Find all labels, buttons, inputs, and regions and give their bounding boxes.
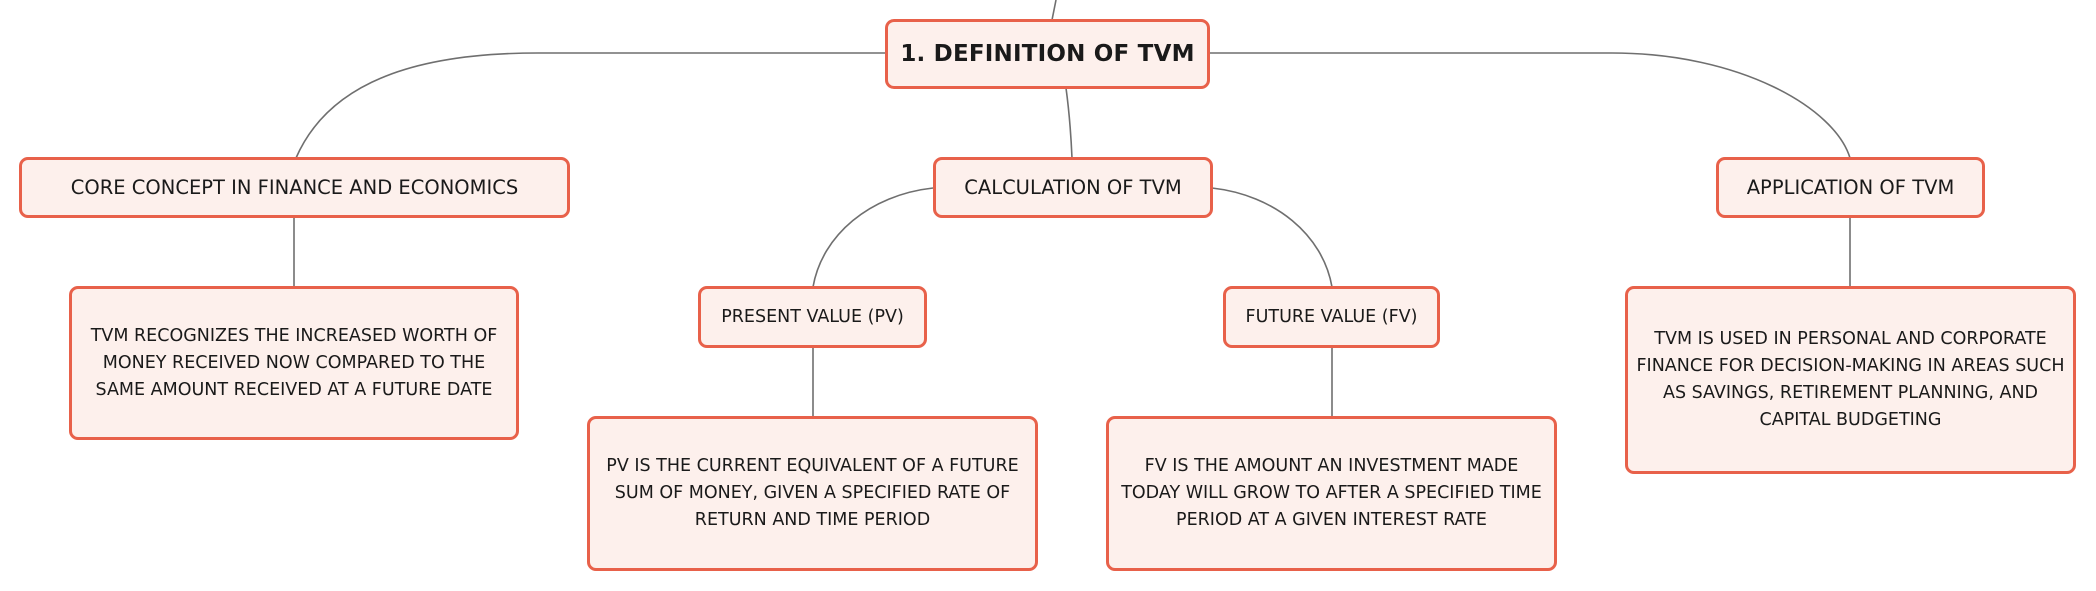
application-label: APPLICATION OF TVM bbox=[1746, 176, 1955, 199]
root-node-label: 1. DEFINITION OF TVM bbox=[900, 41, 1195, 67]
connector-parent-to-root bbox=[1051, 0, 1057, 21]
future-value-description: FV IS THE AMOUNT AN INVESTMENT MADE TODA… bbox=[1121, 456, 1542, 530]
core-concept-description: TVM RECOGNIZES THE INCREASED WORTH OF MO… bbox=[90, 325, 498, 400]
connector-root-to-core-concept bbox=[295, 52, 885, 159]
core-concept-description-node[interactable]: TVM RECOGNIZES THE INCREASED WORTH OF MO… bbox=[69, 286, 519, 440]
root-node[interactable]: 1. DEFINITION OF TVM bbox=[885, 19, 1210, 89]
connector-calculation-to-fv bbox=[1211, 187, 1333, 288]
application-description: TVM IS USED IN PERSONAL AND CORPORATE FI… bbox=[1636, 329, 2065, 430]
future-value-label: FUTURE VALUE (FV) bbox=[1245, 307, 1418, 327]
connector-root-to-application bbox=[1209, 52, 1851, 159]
core-concept-label: CORE CONCEPT IN FINANCE AND ECONOMICS bbox=[70, 176, 519, 199]
present-value-description: PV IS THE CURRENT EQUIVALENT OF A FUTURE… bbox=[606, 456, 1019, 530]
present-value-label: PRESENT VALUE (PV) bbox=[721, 307, 904, 327]
application-node[interactable]: APPLICATION OF TVM bbox=[1716, 157, 1985, 218]
present-value-description-node[interactable]: PV IS THE CURRENT EQUIVALENT OF A FUTURE… bbox=[587, 416, 1038, 571]
future-value-description-node[interactable]: FV IS THE AMOUNT AN INVESTMENT MADE TODA… bbox=[1106, 416, 1557, 571]
calculation-label: CALCULATION OF TVM bbox=[964, 176, 1182, 199]
connector-calculation-to-pv bbox=[812, 187, 934, 288]
calculation-node[interactable]: CALCULATION OF TVM bbox=[933, 157, 1213, 218]
core-concept-node[interactable]: CORE CONCEPT IN FINANCE AND ECONOMICS bbox=[19, 157, 570, 218]
present-value-node[interactable]: PRESENT VALUE (PV) bbox=[698, 286, 927, 348]
connector-root-to-calculation bbox=[1065, 87, 1073, 159]
future-value-node[interactable]: FUTURE VALUE (FV) bbox=[1223, 286, 1440, 348]
application-description-node[interactable]: TVM IS USED IN PERSONAL AND CORPORATE FI… bbox=[1625, 286, 2076, 474]
